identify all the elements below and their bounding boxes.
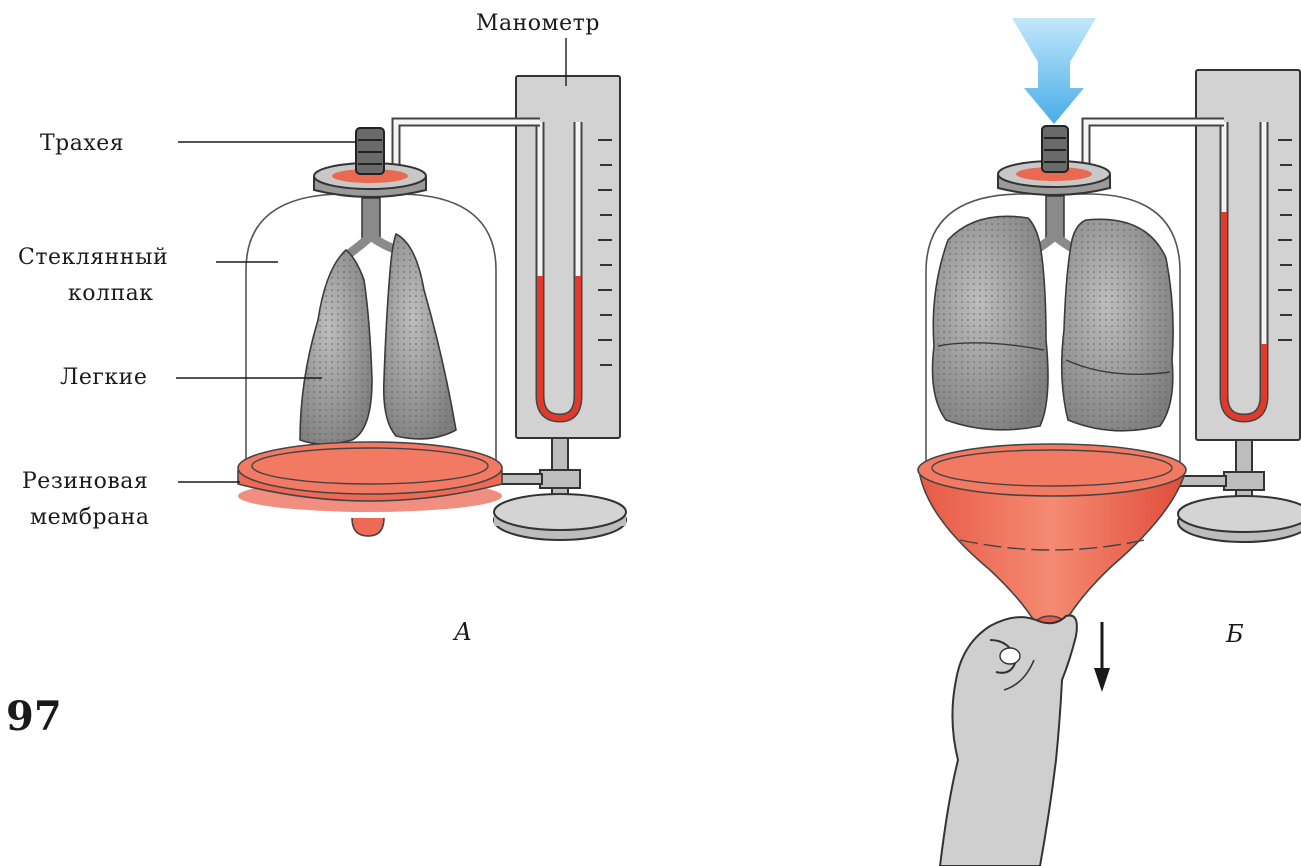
panel-a: Манометр Трахея Стеклянный колпак Легкие… (18, 11, 626, 646)
panel-b: Б (918, 18, 1301, 866)
label-lungs: Легкие (60, 365, 147, 390)
air-inflow-arrow (1012, 18, 1096, 124)
rubber-membrane-a (238, 442, 502, 536)
pull-down-arrow-icon (1094, 622, 1110, 692)
manometer-a (494, 76, 626, 540)
panel-letter-a: А (452, 618, 472, 646)
lungs-b (933, 216, 1174, 430)
panel-letter-b: Б (1225, 620, 1244, 648)
hand-icon (940, 615, 1077, 866)
label-membrane-line2: мембрана (30, 505, 149, 530)
label-glass-bell-line1: Стеклянный (18, 245, 168, 270)
label-glass-bell-line2: колпак (68, 281, 154, 306)
label-trachea: Трахея (40, 131, 124, 156)
label-manometer: Манометр (476, 11, 600, 36)
rubber-membrane-b (918, 444, 1186, 636)
manometer-b (1176, 70, 1301, 542)
label-membrane-line1: Резиновая (22, 469, 148, 494)
lungs-a (300, 234, 456, 444)
figure-number: 97 (6, 693, 62, 740)
